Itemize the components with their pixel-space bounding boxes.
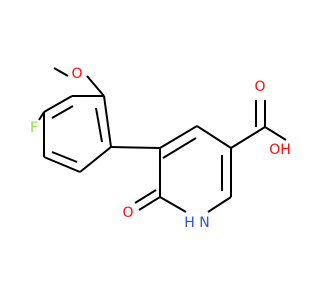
bond-methyl-o (53, 67, 69, 77)
bond-ar1 (103, 95, 112, 148)
bond-c-f (38, 111, 45, 121)
bond-ar5 (43, 95, 73, 113)
bond-ar3-inner (51, 151, 78, 163)
chemical-structure-diagram: O F O H N O OH (30, 66, 291, 231)
bond-ar3 (43, 156, 81, 173)
bond-ar2 (79, 146, 112, 173)
atom-f: F (30, 120, 38, 136)
atom-n-h: H N (184, 215, 209, 231)
bond-py1-inner (162, 137, 197, 159)
bond-py4 (207, 196, 232, 213)
atom-o-carbonyl: O (122, 205, 133, 221)
atom-o-acid-hydroxyl: OH (269, 142, 291, 158)
bond-py2 (196, 125, 232, 149)
bond-biaryl (110, 146, 161, 149)
bond-c-o-carbonyl-b (134, 189, 157, 204)
atom-o-methoxy: O (71, 66, 82, 82)
bond-py5 (159, 196, 187, 213)
bond-c-o-carbonyl-a (138, 196, 161, 211)
bond-acid-c-oh (264, 126, 287, 141)
bond-ar5-inner (51, 105, 74, 119)
atom-o-acid-double: O (254, 79, 265, 95)
bond-ar1-inner (95, 107, 103, 143)
bond-o-ring (86, 75, 105, 97)
bond-py1 (159, 125, 198, 149)
structure-canvas: O F O H N O OH (30, 66, 291, 231)
bond-ring-cooh (230, 126, 266, 149)
